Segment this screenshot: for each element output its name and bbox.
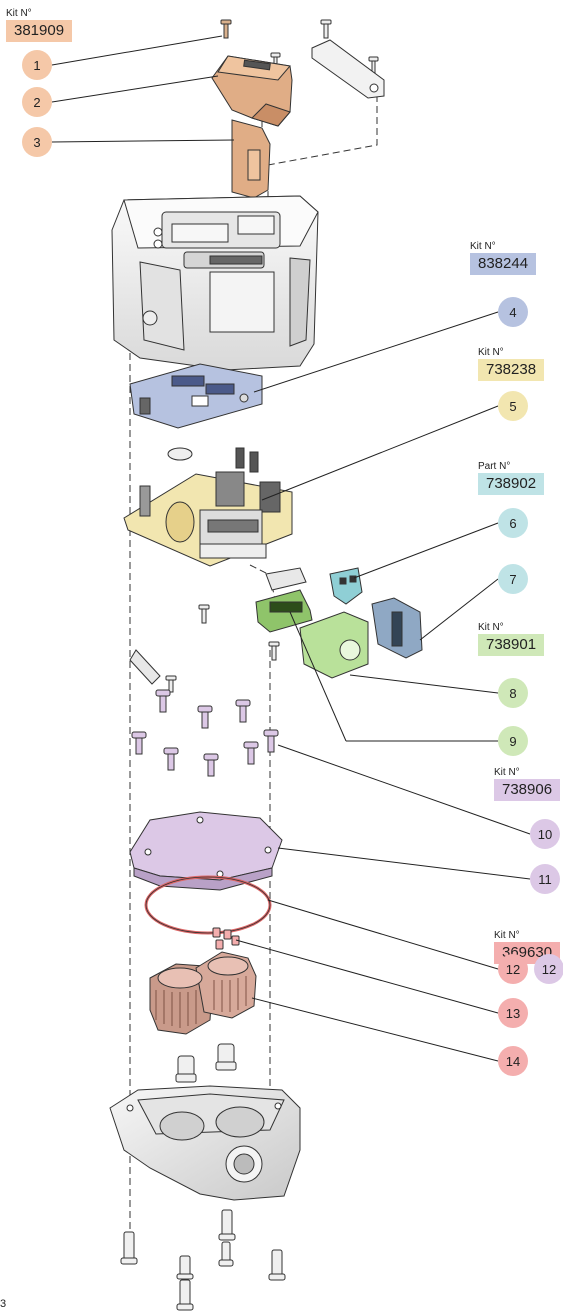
meter-housing-cover [111,195,319,371]
kit-label: Kit N° [478,347,504,358]
kit-label: Kit N° [470,241,496,252]
kit-738901: Kit N° 738901 [478,622,545,656]
part-738902: Part N° 738902 [478,461,545,495]
mounting-bracket [311,39,385,99]
callout-4: 4 [498,297,528,327]
kit-738906: Kit N° 738906 [494,767,561,801]
kit-838244: Kit N° 838244 [470,241,537,275]
chamber-screws [131,689,279,777]
callout-12: 12 [498,954,528,984]
callout-1: 1 [22,50,52,80]
spring-clip [265,567,307,591]
display-pcb [129,363,263,429]
ground-strap [129,649,161,685]
callout-10: 10 [530,819,560,849]
kit-label: Kit N° [494,930,520,941]
connector-cover [211,55,293,127]
callout-14: 14 [498,1046,528,1076]
measuring-chamber-body [109,1085,301,1201]
page-number: 3 [0,1298,7,1310]
kit-label: Kit N° [494,767,520,778]
callout-2: 2 [22,87,52,117]
kit-738238: Kit N° 738238 [478,347,545,381]
kit-number: 738238 [478,359,545,381]
oval-gears [149,951,257,1035]
callout-7: 7 [498,564,528,594]
callout-12-alt: 12 [534,954,563,984]
connector-gasket [231,119,271,199]
callout-9: 9 [498,726,528,756]
chamber-cover-plate [129,811,283,891]
cover-screw-1 [220,19,232,39]
callout-8: 8 [498,678,528,708]
terminal-cover [371,597,423,659]
kit-381909: Kit N° 381909 [6,8,73,42]
kit-number: 381909 [6,20,73,42]
callout-leader-lines [51,35,531,1062]
callout-5: 5 [498,391,528,421]
callout-13: 13 [498,998,528,1028]
kit-label: Part N° [478,461,511,472]
kit-number: 738901 [478,634,545,656]
cover-screw-2 [320,19,332,39]
kit-label: Kit N° [478,622,504,633]
cable-gland-housing [299,611,369,679]
kit-number: 738902 [478,473,545,495]
base-bolts [120,1209,286,1311]
kit-number: 838244 [470,253,537,275]
power-terminal-strip [255,589,313,633]
callout-11: 11 [530,864,560,894]
two-pin-connector [329,567,363,605]
kit-number: 738906 [494,779,561,801]
kit-label: Kit N° [6,8,32,19]
callout-6: 6 [498,508,528,538]
main-pcb [123,447,293,567]
gear-pivot-pins [175,1043,237,1083]
gear-magnets [212,927,240,950]
coin-battery [167,447,193,461]
callout-3: 3 [22,127,52,157]
